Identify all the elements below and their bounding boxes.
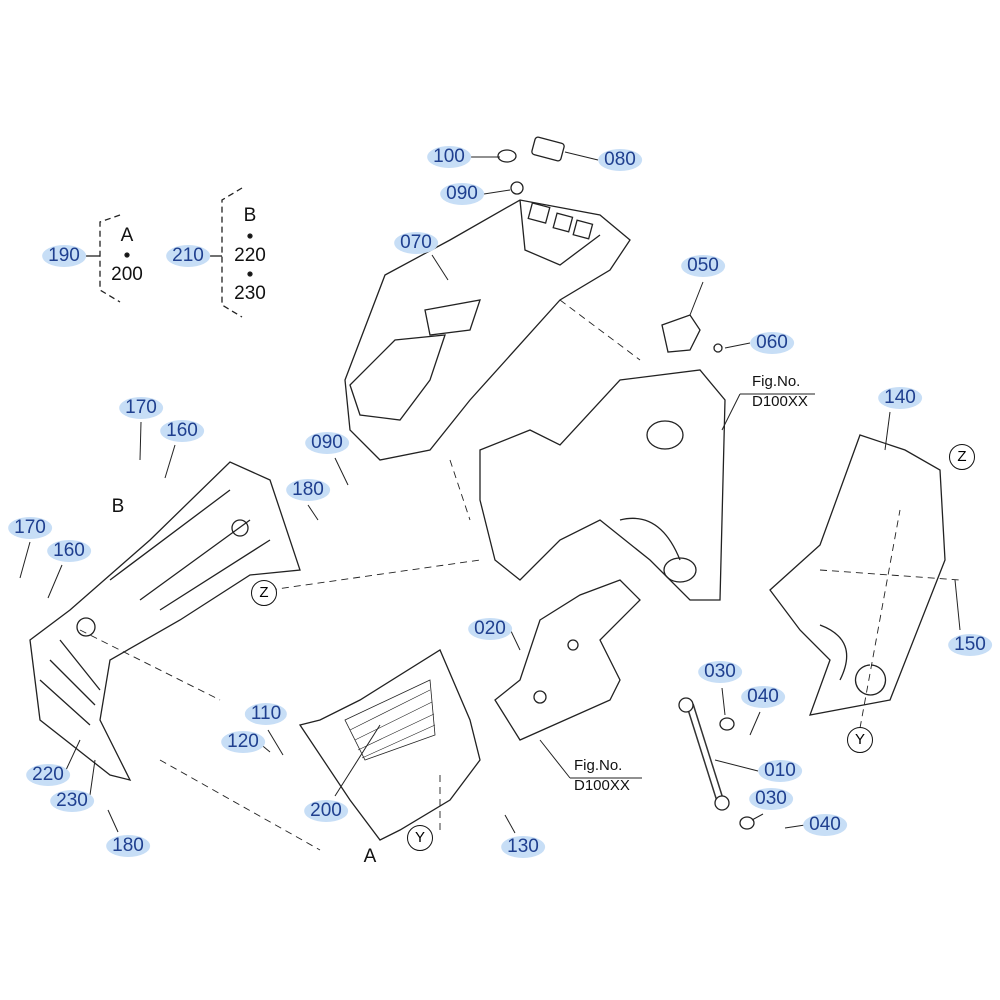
callout-200[interactable]: 200	[304, 800, 348, 822]
callout-190[interactable]: 190	[42, 245, 86, 267]
callout-230[interactable]: 230	[50, 790, 94, 812]
marker-y-circle: Y	[407, 825, 433, 851]
set-a-letter: A	[120, 225, 134, 246]
fig-number: D100XX	[574, 777, 630, 794]
callout-100[interactable]: 100	[427, 146, 471, 168]
callout-210[interactable]: 210	[166, 245, 210, 267]
marker-a: A	[363, 846, 377, 867]
figure-reference-2[interactable]: Fig.No. D100XX	[574, 756, 630, 796]
callout-030[interactable]: 030	[749, 788, 793, 810]
callout-030[interactable]: 030	[698, 661, 742, 683]
callout-040[interactable]: 040	[803, 814, 847, 836]
set-a-item: 200	[111, 264, 143, 285]
figure-reference-1[interactable]: Fig.No. D100XX	[752, 372, 808, 412]
callout-080[interactable]: 080	[598, 149, 642, 171]
fig-label: Fig.No.	[574, 757, 623, 774]
callout-150[interactable]: 150	[948, 634, 992, 656]
callout-110[interactable]: 110	[244, 703, 288, 725]
marker-b: B	[111, 496, 125, 517]
callout-040[interactable]: 040	[741, 686, 785, 708]
callout-180[interactable]: 180	[286, 479, 330, 501]
callout-130[interactable]: 130	[501, 836, 545, 858]
set-b-item-230: 230	[234, 283, 266, 304]
callout-160[interactable]: 160	[160, 420, 204, 442]
marker-y-circle: Y	[847, 727, 873, 753]
callout-170[interactable]: 170	[8, 517, 52, 539]
callout-160[interactable]: 160	[47, 540, 91, 562]
callout-050[interactable]: 050	[681, 255, 725, 277]
set-b-letter: B	[243, 205, 257, 226]
fig-number: D100XX	[752, 393, 808, 410]
marker-z-circle: Z	[949, 444, 975, 470]
callout-010[interactable]: 010	[758, 760, 802, 782]
callout-120[interactable]: 120	[221, 731, 265, 753]
callout-220[interactable]: 220	[26, 764, 70, 786]
marker-z-circle: Z	[251, 580, 277, 606]
callout-140[interactable]: 140	[878, 387, 922, 409]
callout-020[interactable]: 020	[468, 618, 512, 640]
callout-090[interactable]: 090	[305, 432, 349, 454]
callout-090[interactable]: 090	[440, 183, 484, 205]
callout-070[interactable]: 070	[394, 232, 438, 254]
set-b-item-220: 220	[234, 245, 266, 266]
callout-180[interactable]: 180	[106, 835, 150, 857]
callout-170[interactable]: 170	[119, 397, 163, 419]
fig-label: Fig.No.	[752, 373, 801, 390]
callout-060[interactable]: 060	[750, 332, 794, 354]
